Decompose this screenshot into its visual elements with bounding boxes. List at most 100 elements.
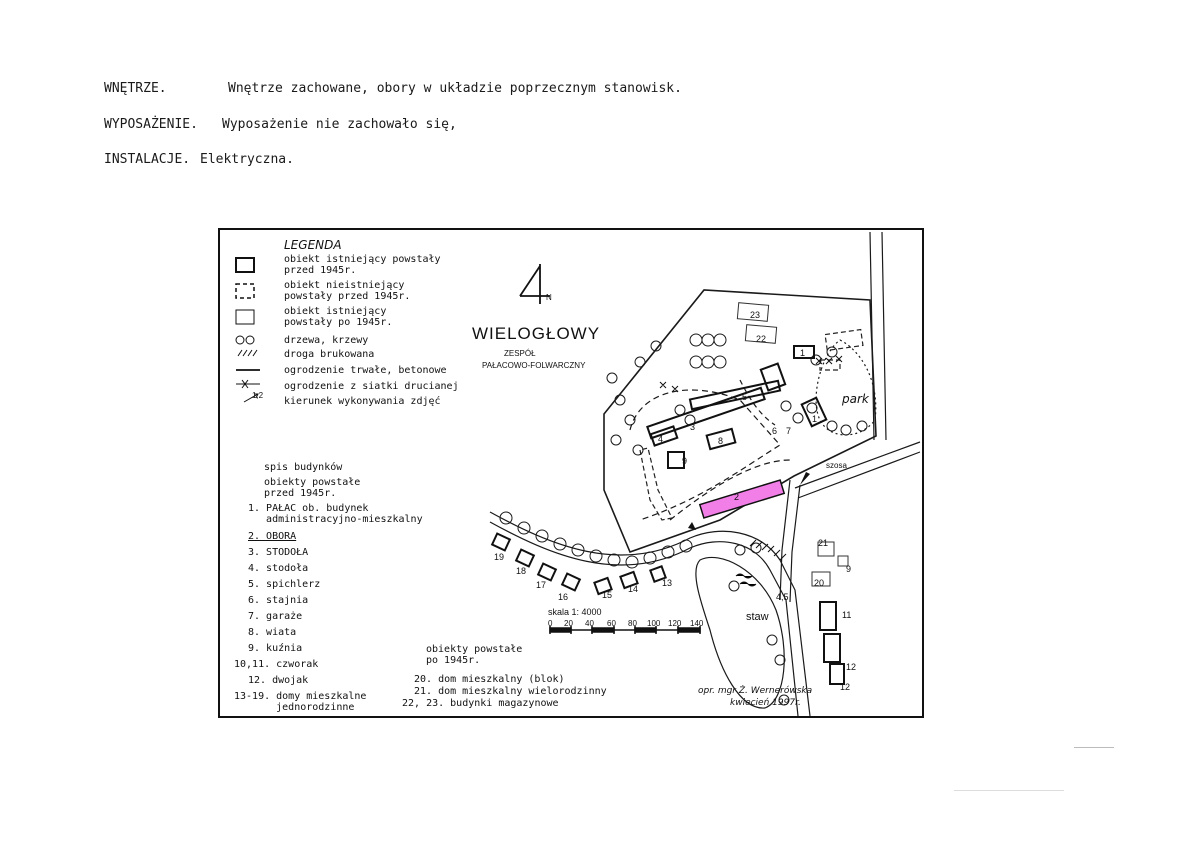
list-item: 21. dom mieszkalny wielorodzinny [414, 686, 607, 697]
building-6 [759, 362, 787, 392]
legend-dashed-building-icon [235, 283, 255, 299]
legend-item-existing-post: obiekt istniejący powstały po 1945r. [284, 306, 392, 328]
installations-text: Elektryczna. [200, 152, 294, 167]
scale-tick: 0 [548, 619, 553, 628]
wire-fence [659, 355, 843, 393]
plan-number: 9 [846, 564, 851, 574]
list-item: 12. dwojak [248, 675, 309, 686]
list-item: 1. PAŁAC ob. budynek [248, 503, 369, 514]
interior-text: Wnętrze zachowane, obory w układzie popr… [228, 81, 682, 96]
map-subtitle-1: ZESPÓŁ [504, 349, 536, 358]
legend-photo-number: 1,2 [252, 391, 264, 400]
plan-number: 3 [690, 422, 695, 432]
building-former-west [639, 447, 673, 521]
road-west [489, 511, 811, 716]
legend-photo-direction-icon [243, 393, 259, 403]
inner-path [629, 389, 781, 521]
furnishing-label: WYPOSAŻENIE. [104, 117, 198, 132]
park-label: park [842, 392, 869, 406]
building-17 [536, 562, 558, 582]
plan-number: 5 [742, 392, 747, 402]
scale-tick: 60 [607, 619, 616, 628]
building-19 [490, 532, 512, 552]
list-item: administracyjno-mieszkalny [248, 514, 423, 525]
building-11 [823, 633, 841, 663]
plan-number: 20 [814, 578, 824, 588]
plan-number: 23 [750, 310, 760, 320]
plan-number: 15 [602, 590, 612, 600]
header-row-furnishing: WYPOSAŻENIE. Wyposażenie nie zachowało s… [104, 117, 457, 132]
tree-icon [499, 511, 513, 525]
photo-number: 4,5 [776, 592, 789, 602]
plan-number: 12 [840, 682, 850, 692]
legend-item-wire-fence: ogrodzenie z siatki drucianej [284, 381, 459, 392]
legend-item-photo-direction: kierunek wykonywania zdjęć [284, 396, 441, 407]
legend-item-solid-fence: ogrodzenie trwałe, betonowe [284, 365, 447, 376]
building-23 [736, 302, 770, 322]
building-10 [819, 601, 837, 631]
scale-label: skala 1: 4000 [548, 607, 602, 617]
scan-speck [1074, 747, 1114, 748]
building-9 [667, 451, 685, 469]
estate-boundary [603, 289, 877, 554]
map-subtitle-2: PAŁACOWO-FOLWARCZNY [482, 361, 586, 370]
scale-ticks: 0 20 40 60 80 100 120 140 [548, 618, 718, 628]
map-title: WIELOGŁOWY [472, 324, 601, 343]
legend-text: przed 1945r. [284, 265, 357, 276]
north-label: N [546, 293, 552, 302]
legend-item-existing-pre: obiekt istniejący powstały przed 1945r. [284, 254, 441, 276]
list-item: 8. wiata [248, 627, 297, 638]
scale-bar [549, 626, 701, 634]
legend-text: powstały przed 1945r. [284, 291, 411, 302]
building-14 [619, 570, 639, 590]
legend-text: obiekt istniejący powstały [284, 254, 441, 265]
legend-title: LEGENDA [284, 238, 342, 252]
building-21 [817, 541, 835, 557]
legend-item-nonexistent: obiekt nieistniejący powstały przed 1945… [284, 280, 410, 302]
pond [695, 556, 785, 709]
plan-number: 12 [846, 662, 856, 672]
building-7 [793, 345, 815, 359]
interior-label: WNĘTRZE. [104, 81, 167, 96]
installations-label: INSTALACJE. [104, 152, 191, 167]
scale-tick: 40 [585, 619, 594, 628]
list-item: 20. dom mieszkalny (blok) [414, 674, 565, 685]
header-row-interior: WNĘTRZE. Wnętrze zachowane, obory w ukła… [104, 81, 682, 96]
post-title-2: po 1945r. [426, 655, 481, 666]
plan-number: 4 [658, 434, 663, 444]
legend-light-building-icon [235, 309, 255, 325]
photo-direction-arrow [800, 472, 810, 485]
building-2-obora-highlight [698, 479, 786, 519]
plan-number: 1 [812, 414, 817, 424]
plan-number: 1 [800, 348, 805, 358]
header-row-installations: INSTALACJE. Elektryczna. [104, 152, 294, 167]
list-item: jednorodzinne [234, 702, 355, 713]
plan-number: 2 [734, 492, 739, 502]
legend-cross-line-icon [236, 379, 260, 389]
list-item: 2. OBORA [248, 531, 297, 542]
scale-tick: 80 [628, 619, 637, 628]
building-22 [744, 324, 778, 344]
list-item: 10,11. czworak [234, 659, 319, 670]
site-plan-map: 2 3 4 5 6 8 9 11 12 13 14 15 16 17 18 19… [218, 228, 924, 718]
list-item: 7. garaże [248, 611, 303, 622]
road-szosa [794, 441, 921, 499]
list-item: 13-19. domy mieszkalne [234, 691, 367, 702]
scale-tick: 20 [564, 619, 573, 628]
building-13 [649, 565, 667, 583]
road-label: szosa [826, 461, 847, 470]
plan-number: 14 [628, 584, 638, 594]
plan-number: 16 [558, 592, 568, 602]
plan-number: 13 [662, 578, 672, 588]
building-20 [811, 571, 831, 587]
building-4 [649, 425, 679, 447]
plan-number: 18 [516, 566, 526, 576]
author-line-1: opr. mgr Ż. Wernerówska [698, 686, 813, 696]
author-line-2: kwiecień 1997r. [730, 698, 801, 708]
building-list-post-1945: 20. dom mieszkalny (blok) 21. dom mieszk… [402, 674, 607, 709]
plan-number: 7 [786, 426, 791, 436]
plan-number: 17 [536, 580, 546, 590]
legend-text: obiekt istniejący [284, 306, 387, 317]
scale-tick: 100 [647, 619, 661, 628]
plan-number: 21 [818, 538, 828, 548]
